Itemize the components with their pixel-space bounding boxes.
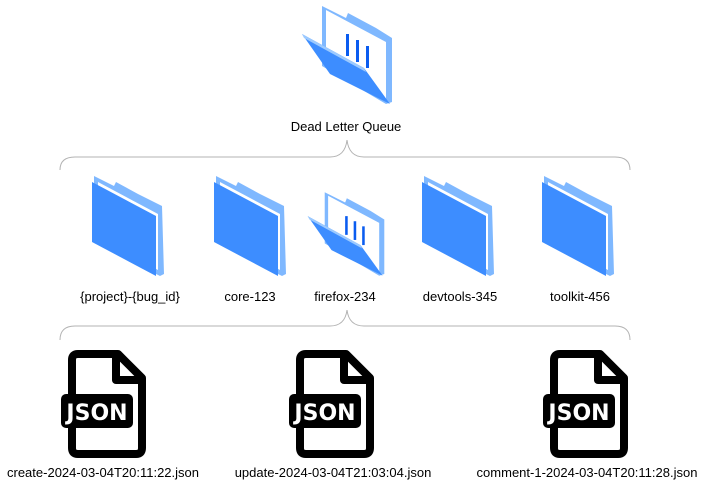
folder-open-icon xyxy=(302,6,392,104)
folder-icon xyxy=(92,176,164,276)
json-badge: JSON xyxy=(546,401,609,426)
json-file-icon: JSON xyxy=(289,350,374,458)
folder-label: devtools-345 xyxy=(422,289,498,304)
folder-icon xyxy=(214,176,286,276)
root-label: Dead Letter Queue xyxy=(290,119,402,134)
folder-label: {project}-{bug_id} xyxy=(80,289,180,304)
folder-label: firefox-234 xyxy=(314,289,376,304)
folder-icon xyxy=(422,176,494,276)
json-badge: JSON xyxy=(64,401,127,426)
file-label: update-2024-03-04T21:03:04.json xyxy=(234,465,432,480)
json-file-icon: JSON xyxy=(543,350,628,458)
json-badge: JSON xyxy=(292,401,355,426)
json-file-icon: JSON xyxy=(61,350,146,458)
folder-icon xyxy=(542,176,614,276)
file-label: create-2024-03-04T20:11:22.json xyxy=(7,465,199,480)
folder-open-icon xyxy=(307,192,385,276)
folder-label: core-123 xyxy=(224,289,276,304)
file-label: comment-1-2024-03-04T20:11:28.json xyxy=(476,465,698,480)
folder-label: toolkit-456 xyxy=(550,289,610,304)
